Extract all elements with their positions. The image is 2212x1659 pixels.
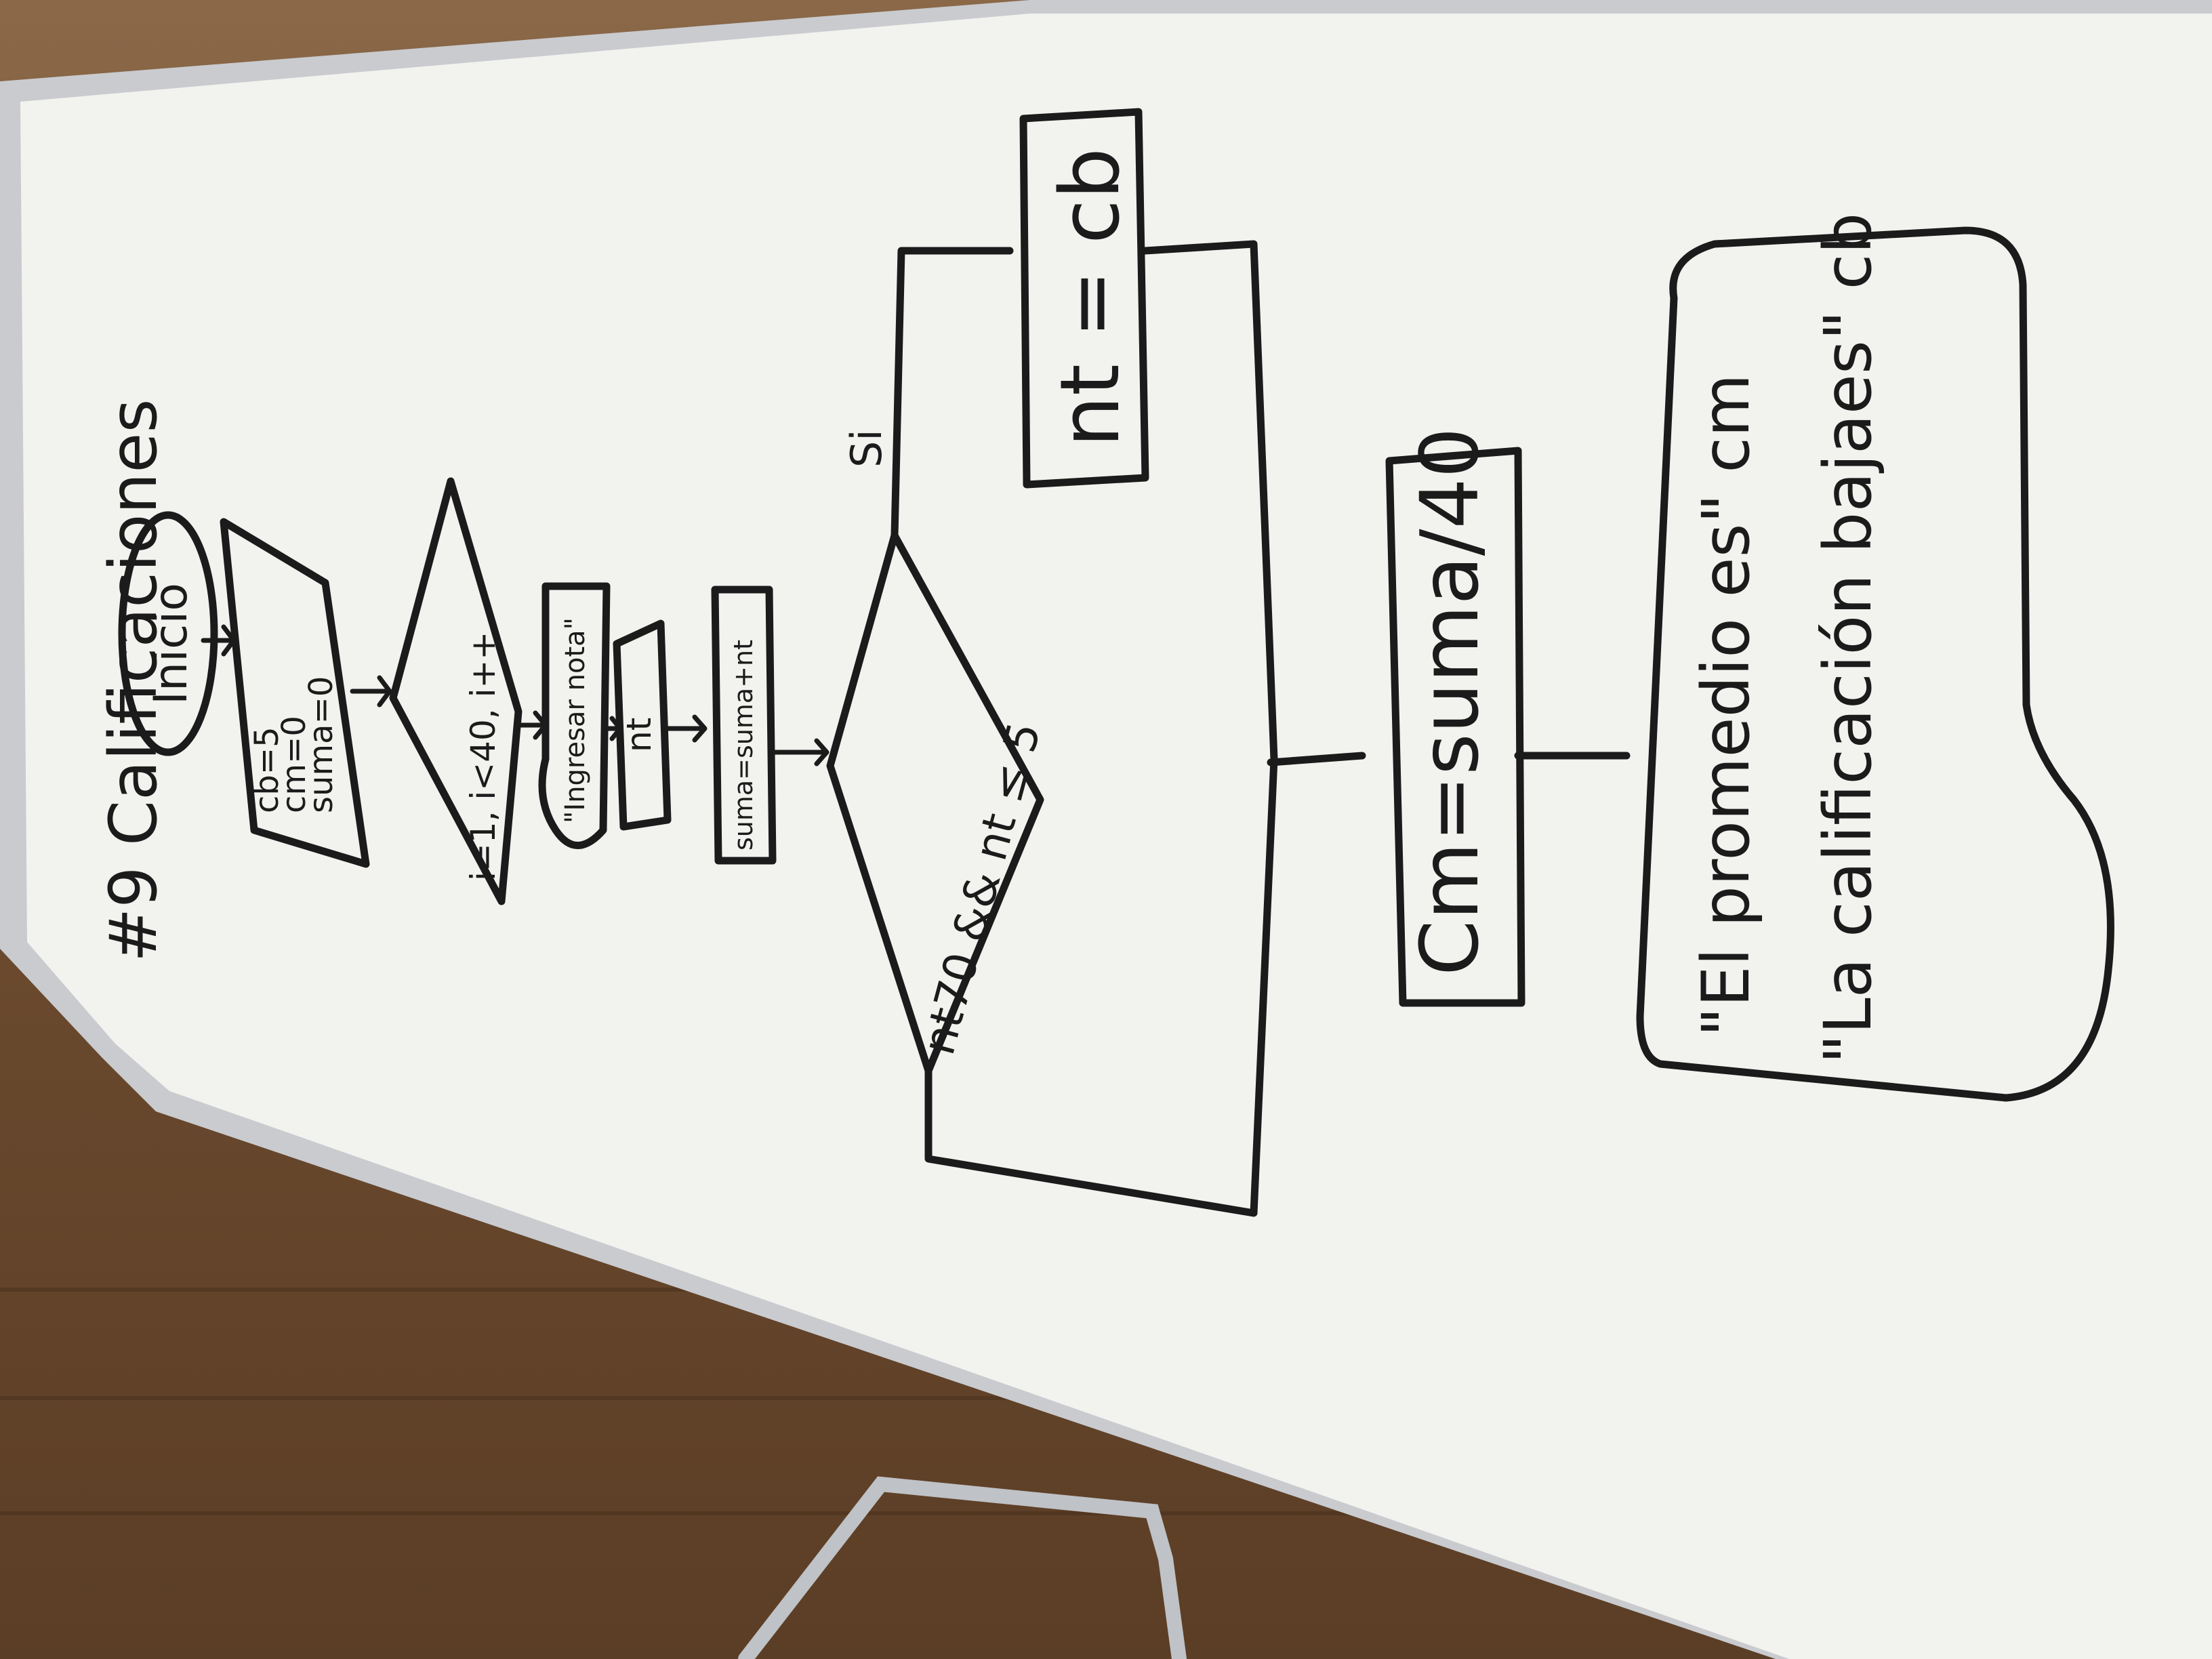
whiteboard-surface [20, 14, 2212, 1659]
start-label: Inicio [144, 583, 198, 705]
condition-branch-frame [890, 240, 1278, 1217]
loop-decision-diamond [389, 477, 523, 905]
output-line-1: "El promedio es" cm [1688, 373, 1764, 1037]
init-line-1: cb=5 [248, 726, 286, 813]
prompt-label: "Ingresar nota" [560, 617, 591, 823]
init-line-3: suma=0 [302, 676, 340, 813]
accumulate-process-box [711, 586, 777, 865]
init-data-box [220, 518, 370, 868]
input-nt-box [613, 619, 672, 831]
arrow-sum-to-condition [770, 738, 830, 766]
chair-frame [738, 1476, 1187, 1659]
line-branch-to-average [1267, 752, 1366, 766]
output-display-box [1636, 226, 2114, 1102]
condition-diamond [826, 531, 1044, 1075]
input-label: nt [619, 718, 659, 752]
start-terminator [118, 511, 218, 756]
loop-label: i=1, i<40, i++ [464, 632, 503, 881]
arrow-init-to-loop [350, 675, 392, 708]
accumulate-label: suma=suma+nt [729, 640, 758, 851]
init-line-2: cm=0 [275, 716, 313, 813]
assign-process-box [1019, 108, 1149, 489]
yes-branch-label: Si [842, 429, 891, 468]
arrow-input-to-sum [661, 714, 708, 743]
output-line-2: "La calificación bajaes" cb [1810, 213, 1886, 1064]
assign-label: nt = cb [1044, 148, 1138, 447]
board-title: #9 Calificaciones [96, 399, 171, 962]
average-process-box [1385, 447, 1525, 1007]
prompt-output-box [538, 582, 611, 849]
average-label: Cm=suma/40 [1403, 427, 1496, 976]
